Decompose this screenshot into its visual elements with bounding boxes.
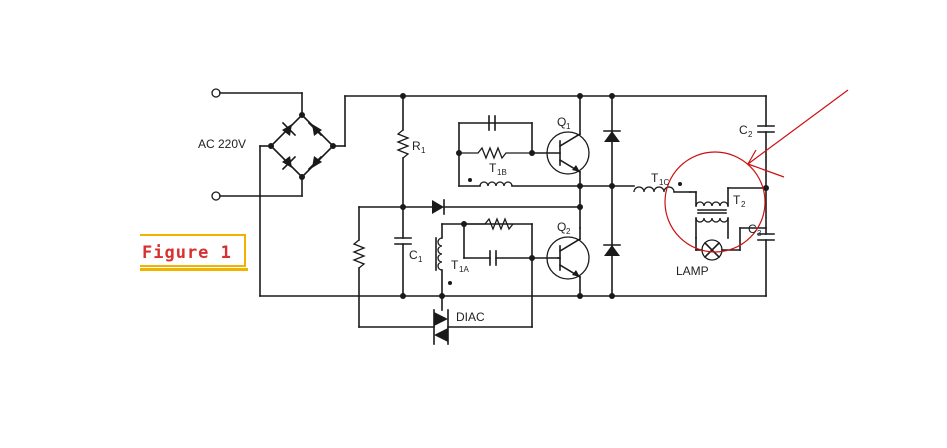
label-t1c: T (651, 171, 659, 185)
figure-badge: Figure 1 (140, 234, 248, 271)
bridge-rectifier (268, 112, 336, 180)
label-t2-sub: 2 (741, 200, 746, 209)
label-c1-sub: 1 (418, 255, 423, 264)
ac-input-terminals (211, 88, 303, 201)
transistor-q1 (531, 95, 590, 229)
label-t2: T (733, 193, 741, 207)
label-lamp: LAMP (676, 264, 709, 278)
label-ac: AC 220V (198, 137, 246, 151)
label-c1: C (409, 248, 418, 262)
label-q1-sub: 1 (566, 122, 571, 131)
figure-label: Figure 1 (142, 243, 232, 263)
label-q1: Q (557, 115, 566, 129)
label-c3-sub: 3 (757, 229, 762, 238)
label-q2-sub: 2 (566, 227, 571, 236)
diac (433, 295, 449, 345)
flyback-diodes (603, 95, 621, 297)
trigger-network (352, 206, 533, 328)
label-t1a: T (451, 258, 459, 272)
power-rails (259, 93, 767, 299)
transistor-q2 (546, 227, 590, 297)
diode-d-trigger (432, 199, 583, 215)
label-t1b: T (489, 161, 497, 175)
label-c2: C (739, 123, 748, 137)
label-c3: C (748, 222, 757, 236)
figure-underline (140, 268, 248, 271)
label-r1-sub: 1 (421, 146, 426, 155)
label-t1b-sub: 1B (497, 168, 507, 177)
annotation-circle-arrow (664, 89, 849, 253)
label-r1: R (412, 139, 421, 153)
label-t1a-sub: 1A (459, 265, 469, 274)
t1b-network (456, 115, 581, 187)
label-c2-sub: 2 (748, 130, 753, 139)
label-diac: DIAC (456, 310, 485, 324)
capacitor-c1 (394, 237, 412, 297)
t1a-network (435, 217, 559, 297)
output-stage (579, 95, 775, 297)
label-t1c-sub: 1C (659, 178, 669, 187)
resistor-r1 (396, 95, 410, 239)
label-q2: Q (557, 220, 566, 234)
